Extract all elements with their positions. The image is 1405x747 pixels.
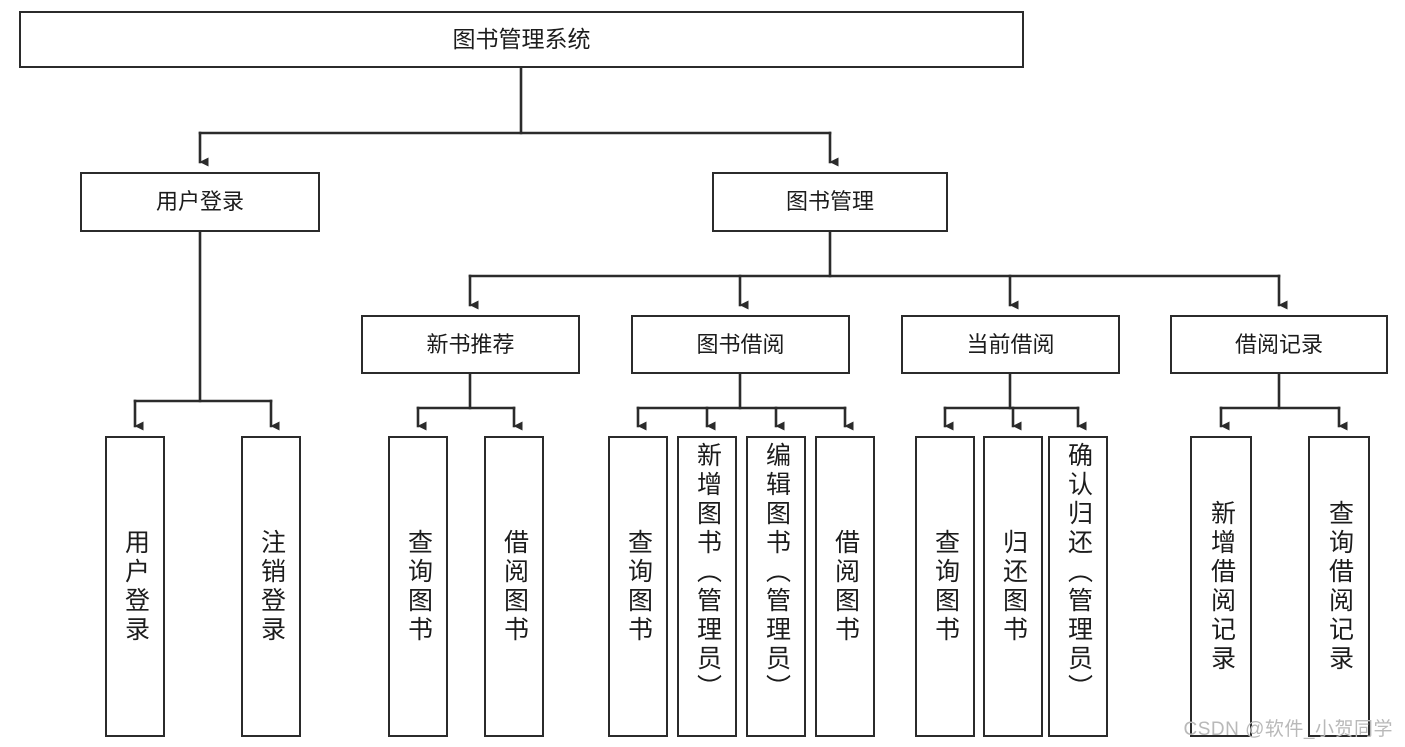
leaf-borrow-book-newbook[interactable]: 借阅图书 <box>484 436 544 737</box>
leaf-query-book-newbook-label: 查询图书 <box>404 528 433 645</box>
leaf-add-book-admin[interactable]: 新增图书（管理员） <box>677 436 737 737</box>
leaf-add-borrow-record[interactable]: 新增借阅记录 <box>1190 436 1252 737</box>
node-new-book-recommend[interactable]: 新书推荐 <box>361 315 580 374</box>
node-book-borrow[interactable]: 图书借阅 <box>631 315 850 374</box>
node-user-login-label: 用户登录 <box>155 189 244 215</box>
node-new-book-recommend-label: 新书推荐 <box>426 331 515 357</box>
leaf-borrow-book-newbook-label: 借阅图书 <box>500 528 529 645</box>
node-current-borrow[interactable]: 当前借阅 <box>901 315 1120 374</box>
leaf-logout-label: 注销登录 <box>257 528 286 645</box>
leaf-add-borrow-record-label: 新增借阅记录 <box>1207 499 1236 674</box>
leaf-query-borrow-record-label: 查询借阅记录 <box>1325 499 1354 674</box>
leaf-confirm-return-admin-label: 确认归还（管理员） <box>1064 442 1093 703</box>
leaf-user-login-label: 用户登录 <box>121 528 150 645</box>
leaf-confirm-return-admin[interactable]: 确认归还（管理员） <box>1048 436 1108 737</box>
node-book-borrow-label: 图书借阅 <box>696 331 785 357</box>
leaf-user-login[interactable]: 用户登录 <box>105 436 165 737</box>
node-root-system[interactable]: 图书管理系统 <box>19 11 1024 68</box>
node-book-management-label: 图书管理 <box>785 189 874 215</box>
leaf-edit-book-admin-label: 编辑图书（管理员） <box>762 442 791 703</box>
node-borrow-record-label: 借阅记录 <box>1234 331 1323 357</box>
leaf-query-book-borrow-label: 查询图书 <box>624 528 653 645</box>
leaf-return-book-label: 归还图书 <box>999 528 1028 645</box>
node-current-borrow-label: 当前借阅 <box>966 331 1055 357</box>
leaf-query-book-borrow[interactable]: 查询图书 <box>608 436 668 737</box>
leaf-add-book-admin-label: 新增图书（管理员） <box>693 442 722 703</box>
node-root-system-label: 图书管理系统 <box>452 26 591 53</box>
node-user-login[interactable]: 用户登录 <box>80 172 320 232</box>
leaf-query-book-newbook[interactable]: 查询图书 <box>388 436 448 737</box>
leaf-borrow-book-label: 借阅图书 <box>831 528 860 645</box>
node-borrow-record[interactable]: 借阅记录 <box>1170 315 1388 374</box>
leaf-logout[interactable]: 注销登录 <box>241 436 301 737</box>
leaf-return-book[interactable]: 归还图书 <box>983 436 1043 737</box>
leaf-query-book-current-label: 查询图书 <box>931 528 960 645</box>
leaf-query-borrow-record[interactable]: 查询借阅记录 <box>1308 436 1370 737</box>
leaf-edit-book-admin[interactable]: 编辑图书（管理员） <box>746 436 806 737</box>
leaf-query-book-current[interactable]: 查询图书 <box>915 436 975 737</box>
node-book-management[interactable]: 图书管理 <box>712 172 948 232</box>
leaf-borrow-book[interactable]: 借阅图书 <box>815 436 875 737</box>
